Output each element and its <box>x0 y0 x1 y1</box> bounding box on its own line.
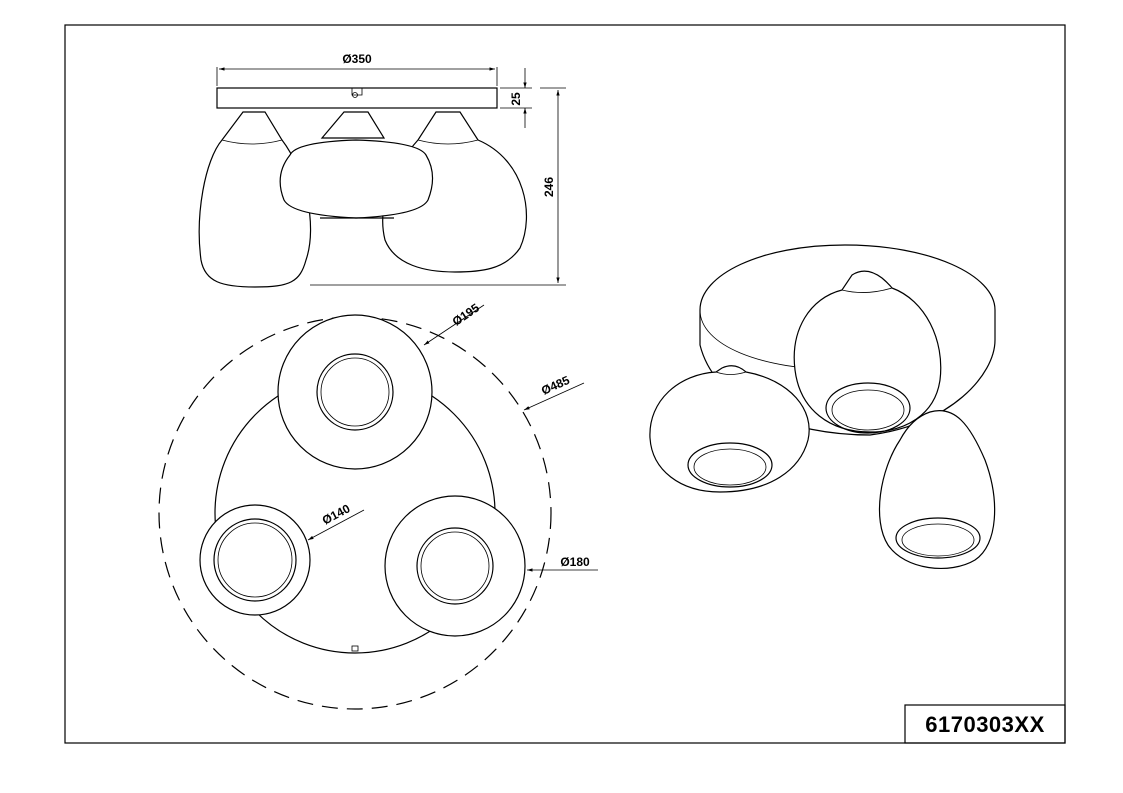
plan-view: Ø195 Ø485 Ø140 Ø180 <box>158 300 598 710</box>
product-code-box: 6170303XX <box>904 704 1066 744</box>
dim-overall-diameter: Ø485 <box>539 373 572 398</box>
iso-shade-right <box>878 410 996 570</box>
isometric-view <box>649 244 996 570</box>
iso-shade-left <box>649 365 810 493</box>
side-shade-middle <box>279 139 434 219</box>
iso-shade-back <box>793 270 942 433</box>
drawing-border <box>64 24 1066 744</box>
side-canopy <box>216 87 498 109</box>
side-view: Ø350 25 246 <box>198 52 566 288</box>
dim-shade-large: Ø195 <box>450 300 482 328</box>
side-shade-middle-cap <box>320 111 386 139</box>
side-canopy-screw <box>351 88 363 96</box>
dim-base-height: 25 <box>509 92 523 106</box>
dim-total-height: 246 <box>542 177 556 197</box>
plan-shade-left <box>199 504 311 616</box>
plan-shade-right <box>384 495 526 637</box>
plan-shade-top <box>277 314 433 470</box>
plan-overall-outline <box>158 316 552 710</box>
dim-shade-medium: Ø180 <box>560 555 590 569</box>
product-code: 6170303XX <box>925 712 1045 737</box>
dim-base-diameter: Ø350 <box>342 52 372 66</box>
